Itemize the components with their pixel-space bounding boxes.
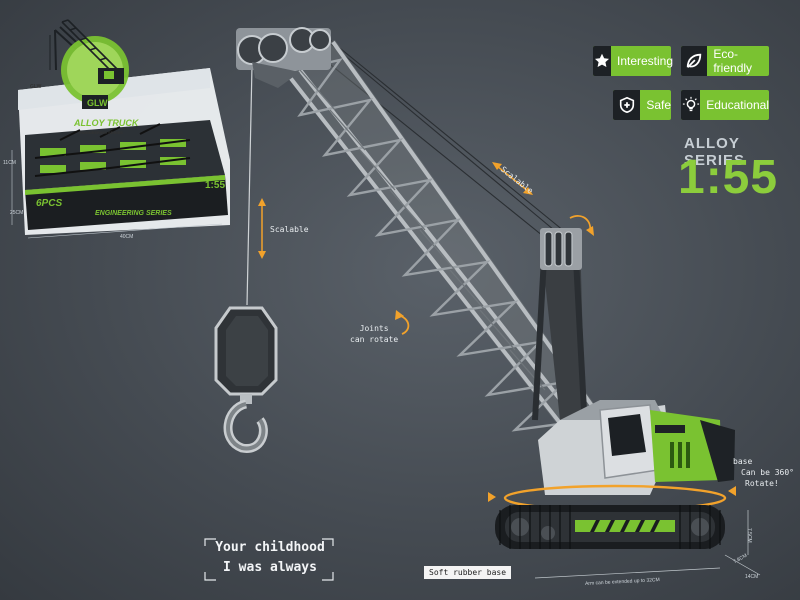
soft-base-label: Soft rubber base (424, 566, 512, 579)
badge-safe: Safe (613, 90, 671, 120)
hook-block (214, 306, 278, 453)
package-dim-width: 40CM (120, 234, 134, 240)
shield-icon (613, 90, 641, 120)
badge-label: Safe (646, 98, 671, 112)
series-label: ALLOY SERIES (684, 135, 746, 169)
scalable-boom-arrow (492, 162, 533, 195)
scalable-hook-arrow (258, 198, 266, 259)
package-count: 6PCS (36, 198, 63, 209)
crawler-tracks (495, 505, 725, 549)
scalable-hook-label: Scalable (270, 225, 309, 234)
package-dim-height: 11CM (3, 160, 16, 166)
boom-head (236, 27, 331, 88)
badge-label: Eco-friendly (713, 47, 753, 75)
tagline: Your childhood I was always (205, 536, 335, 590)
package-dim-depth: 25CM (10, 210, 24, 216)
tagline-line1: Your childhood (215, 540, 325, 555)
leaf-icon (681, 46, 708, 76)
tagline-line2: I was always (223, 560, 317, 575)
display-box-illustration (11, 19, 230, 239)
badge-educational: Educational (681, 90, 769, 120)
head-rotate-arrow (569, 215, 594, 236)
tagline-frame (204, 538, 334, 581)
hook-cable (246, 64, 253, 306)
package-title: ALLOY TRUCK (74, 118, 139, 128)
badge-interesting: Interesting (593, 46, 674, 76)
package-brand: GLW (87, 98, 108, 108)
lightbulb-icon (681, 90, 701, 120)
badge-label: Interesting (617, 54, 674, 68)
joints-label: Joints can rotate (350, 324, 399, 344)
joint-rotate-arrow (395, 310, 410, 335)
badge-eco-friendly: Eco-friendly (681, 46, 769, 76)
dim-width-label: 14CM (745, 574, 759, 580)
a-frame (532, 228, 588, 431)
crane-body (488, 400, 736, 512)
star-icon (593, 46, 611, 76)
package-side-mark: GLW (30, 84, 42, 90)
badge-label: Educational (706, 98, 769, 112)
base-rotate-label: base Can be 360° Rotate! (733, 457, 794, 488)
package-subtitle: ENGINEERING SERIES (79, 130, 123, 135)
dim-height-label: 7.5CM (746, 528, 752, 543)
package-scale: 1:55 (205, 180, 226, 191)
package-series-name: ENGINEERING SERIES (95, 210, 172, 217)
scale-label: 1:55 (678, 151, 779, 204)
